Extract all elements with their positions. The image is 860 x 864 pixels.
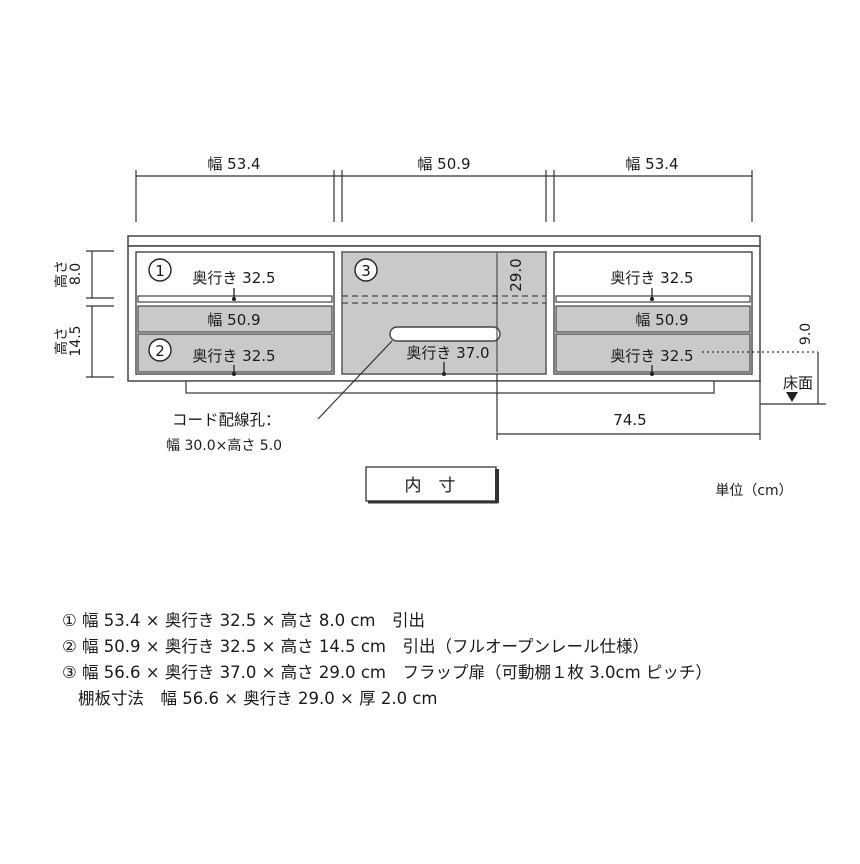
cabinet (127, 235, 761, 394)
left-drawer-1-depth: 奥行き 32.5 (192, 269, 275, 287)
spec-note-3: ③ 幅 56.6 × 奥行き 37.0 × 高さ 29.0 cm フラップ扉（可… (62, 663, 712, 682)
badge-3-circle (354, 258, 378, 282)
depth-pointer-dot (650, 372, 654, 376)
width-745-label: 74.5 (613, 411, 646, 429)
badge-2-circle (148, 338, 172, 362)
cord-hole-leader (317, 340, 393, 420)
cord-hole-label: コード配線孔： (172, 411, 281, 429)
inner-box-frame (365, 466, 497, 502)
floor-label: 床面 (783, 374, 813, 392)
right-width-shelf (555, 305, 751, 333)
badge-2-number: 2 (155, 342, 165, 360)
height-9-label: 9.0 (798, 323, 814, 345)
badge-3-number: 3 (361, 262, 371, 280)
right-drawer-1-depth: 奥行き 32.5 (610, 269, 693, 287)
floor-arrow-icon (786, 392, 798, 402)
right-drawer-1-interior (555, 253, 751, 295)
badge-1-circle (148, 258, 172, 282)
left-side-dimensions: 高さ 8.0 高さ 14.5 (53, 250, 114, 378)
top-dim-center-label: 幅 50.9 (417, 155, 470, 173)
plinth (185, 380, 715, 394)
spec-notes: ① 幅 53.4 × 奥行き 32.5 × 高さ 8.0 cm 引出 ② 幅 5… (62, 608, 842, 712)
right-width-label: 幅 50.9 (635, 311, 688, 329)
top-dim-left-label: 幅 53.4 (207, 155, 260, 173)
center-depth-label: 奥行き 37.0 (406, 344, 489, 362)
side-dim-upper-value: 8.0 (68, 263, 84, 285)
depth-pointer-dot (442, 372, 446, 376)
right-module-labels: 奥行き 32.5 幅 50.9 奥行き 32.5 (610, 269, 694, 376)
left-width-shelf (137, 305, 333, 333)
depth-pointer-dot (232, 297, 236, 301)
unit-label: 単位（cm） (715, 483, 792, 499)
depth-pointer-dot (650, 297, 654, 301)
left-width-label: 幅 50.9 (207, 311, 260, 329)
left-drawer-2-depth: 奥行き 32.5 (192, 347, 275, 365)
top-board (127, 235, 761, 247)
cord-hole-size: 幅 30.0×高さ 5.0 (166, 437, 282, 454)
inner-box-label: 内 寸 (405, 476, 456, 496)
inner-dimension-box: 内 寸 (365, 466, 499, 504)
side-dim-upper-label: 高さ (53, 260, 70, 288)
left-module-labels: 1 奥行き 32.5 幅 50.9 2 奥行き 32.5 (148, 258, 276, 376)
right-dimensions: 9.0 床面 74.5 (496, 323, 826, 440)
depth-pointer-dot (232, 372, 236, 376)
spec-note-shelf: 棚板寸法 幅 56.6 × 奥行き 29.0 × 厚 2.0 cm (78, 689, 438, 708)
spec-note-2: ② 幅 50.9 × 奥行き 32.5 × 高さ 14.5 cm 引出（フルオー… (62, 637, 650, 656)
side-dim-lower-value: 14.5 (68, 325, 84, 356)
cord-hole (389, 326, 501, 342)
cord-hole-callout: コード配線孔： 幅 30.0×高さ 5.0 (166, 340, 393, 454)
center-height-label: 29.0 (507, 258, 525, 291)
badge-1-number: 1 (155, 262, 165, 280)
top-dim-right-label: 幅 53.4 (625, 155, 678, 173)
spec-note-1: ① 幅 53.4 × 奥行き 32.5 × 高さ 8.0 cm 引出 (62, 611, 426, 630)
side-dim-lower-label: 高さ (53, 327, 70, 355)
top-dimensions: 幅 53.4 幅 50.9 幅 53.4 (135, 155, 753, 222)
right-drawer-2-interior (555, 333, 751, 373)
center-module-labels: 3 29.0 奥行き 37.0 (354, 258, 525, 376)
right-drawer-2-depth: 奥行き 32.5 (610, 347, 693, 365)
